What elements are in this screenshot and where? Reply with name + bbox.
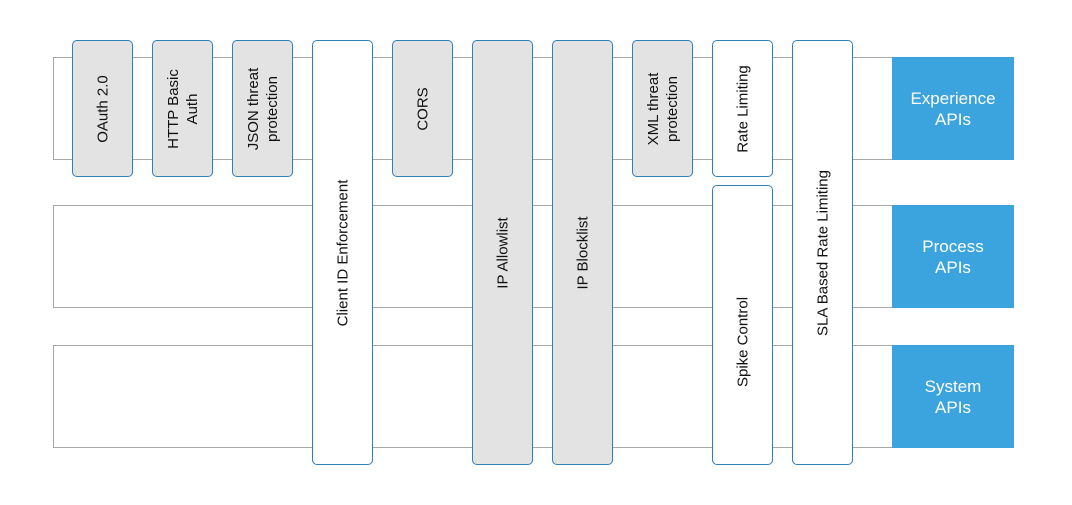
policy-ip-allowlist-label: IP Allowlist [494,216,511,289]
policy-ip-blocklist: IP Blocklist [552,40,613,465]
layer-system-apis: System APIs [892,345,1014,448]
layer-process-apis: Process APIs [892,205,1014,308]
policy-json-threat-protection-label: JSON threat protection [244,67,281,150]
layer-experience-apis: Experience APIs [892,57,1014,160]
policy-client-id-enforcement: Client ID Enforcement [312,40,373,465]
policy-oauth-label: OAuth 2.0 [94,74,111,143]
policy-spike-control-label: Spike Control [734,296,751,387]
policy-ip-allowlist: IP Allowlist [472,40,533,465]
policy-cors-label: CORS [414,86,431,131]
policy-http-basic-auth-label: HTTP Basic Auth [164,68,201,149]
policy-json-threat-protection: JSON threat protection [232,40,293,177]
policy-sla-based-rate-limiting: SLA Based Rate Limiting [792,40,853,465]
process-band [53,205,1014,308]
policy-xml-threat-protection-label: XML threat protection [644,72,681,145]
policy-spike-control: Spike Control [712,185,773,465]
policy-rate-limiting: Rate Limiting [712,40,773,177]
policy-xml-threat-protection: XML threat protection [632,40,693,177]
system-band [53,345,1014,448]
experience-band [53,57,1014,160]
policy-cors: CORS [392,40,453,177]
policy-client-id-enforcement-label: Client ID Enforcement [334,179,351,326]
policy-http-basic-auth: HTTP Basic Auth [152,40,213,177]
policy-sla-based-rate-limiting-label: SLA Based Rate Limiting [814,169,831,336]
policy-oauth: OAuth 2.0 [72,40,133,177]
policy-rate-limiting-label: Rate Limiting [734,64,751,153]
policy-ip-blocklist-label: IP Blocklist [574,215,591,290]
